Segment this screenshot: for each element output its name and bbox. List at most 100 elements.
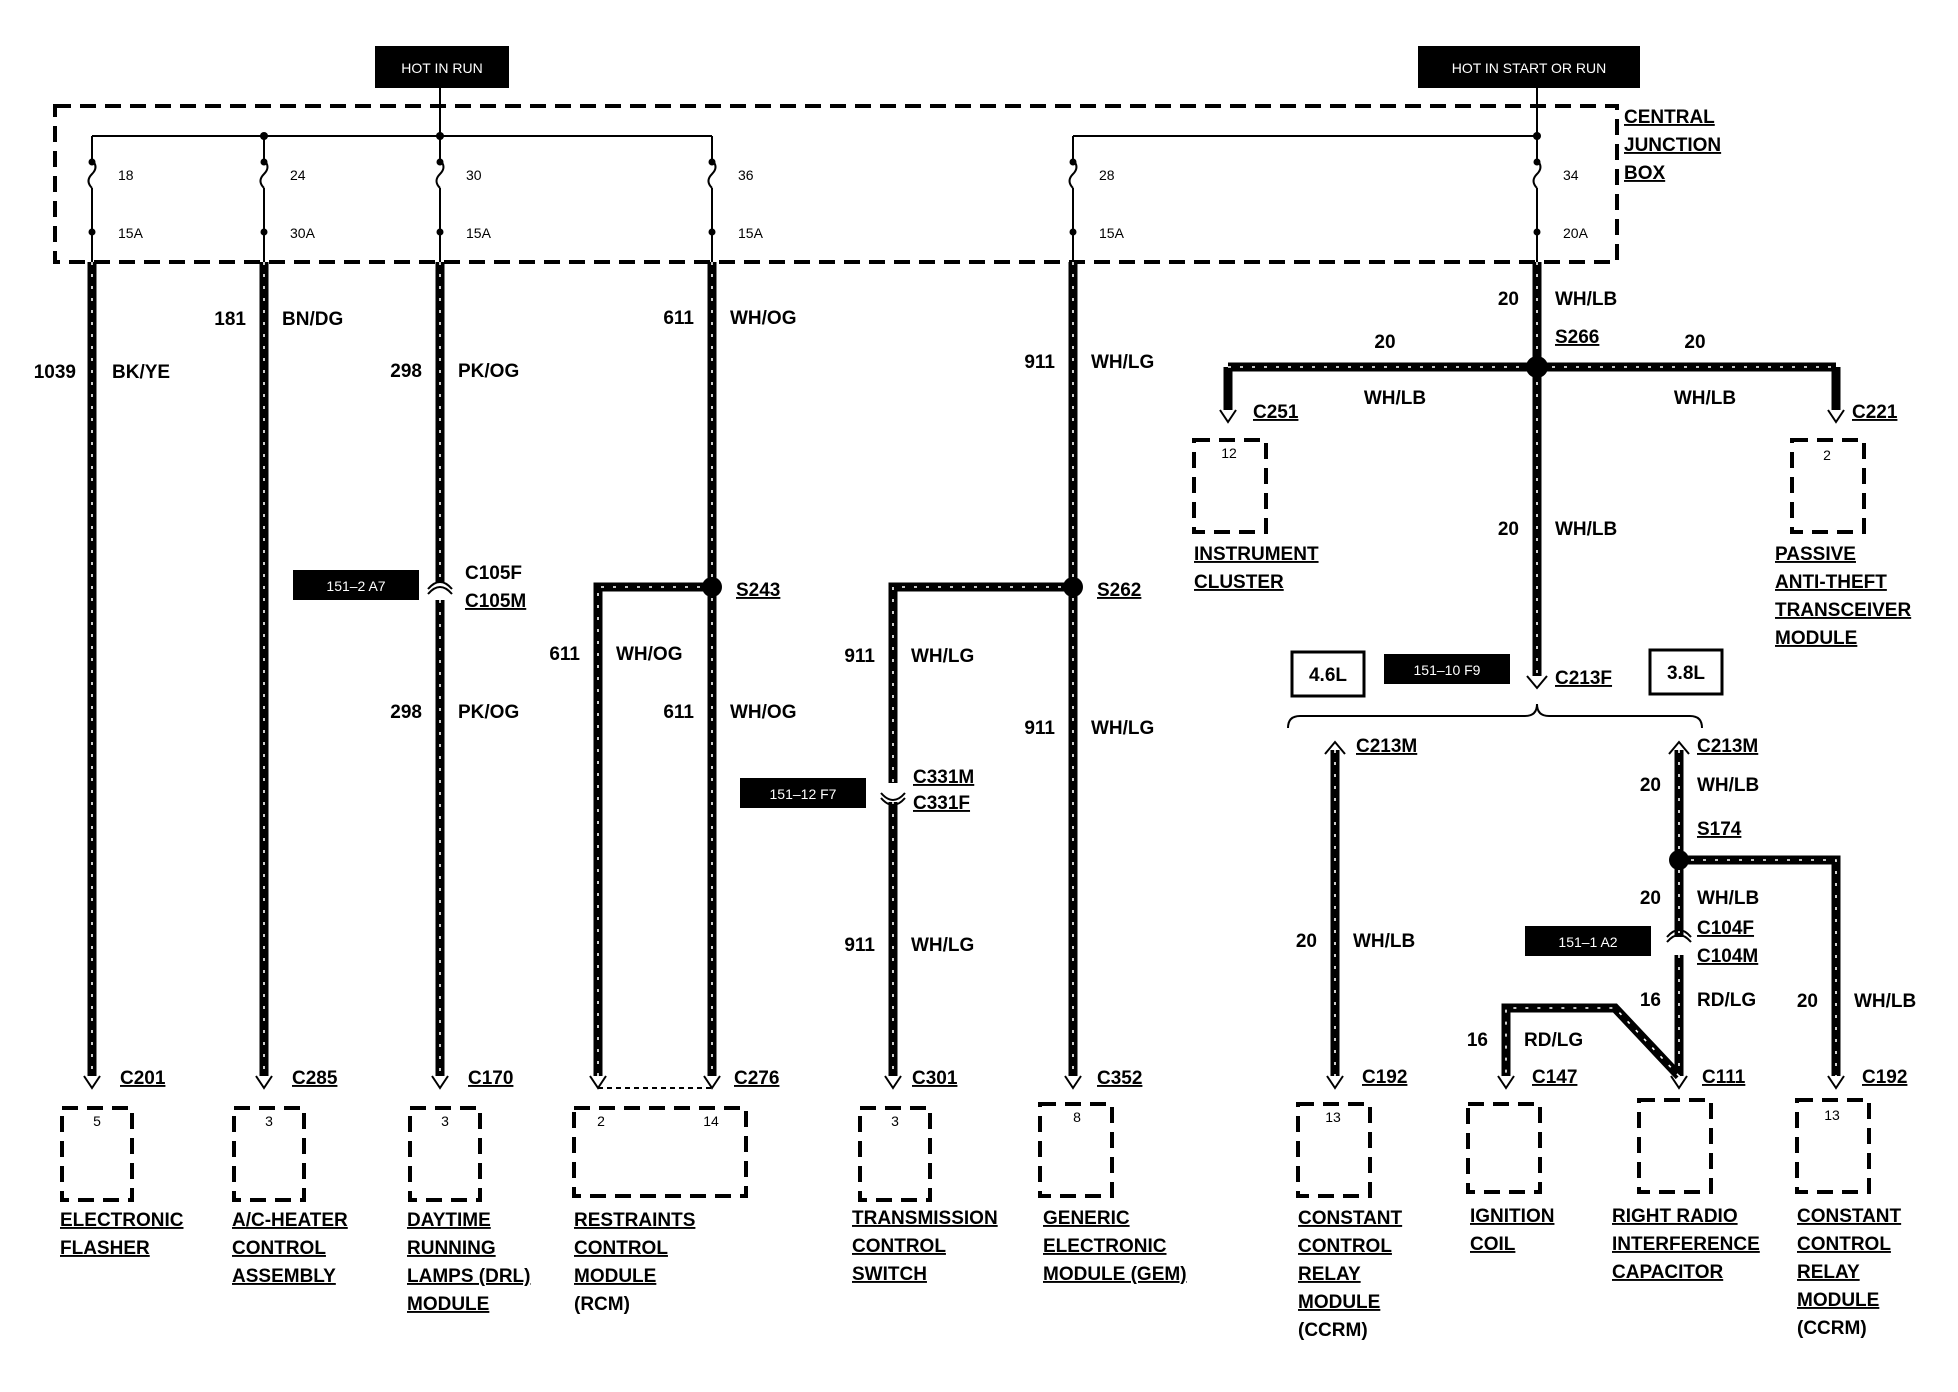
pin-number: 8 [1073, 1109, 1081, 1125]
circuit-911-number: 911 [1024, 352, 1055, 373]
engine-4-6l-label: 4.6L [1309, 665, 1347, 686]
drl-box [408, 1106, 482, 1202]
coil-box [1466, 1102, 1542, 1194]
fuse-36-number: 36 [738, 167, 754, 183]
circuit-611-color: WH/OG [730, 308, 797, 329]
circuit-16-number: 16 [1467, 1030, 1488, 1051]
connector-c221-label: C221 [1852, 402, 1898, 423]
circuit-20-number: 20 [1498, 519, 1519, 540]
component-name-line: CLUSTER [1194, 572, 1284, 593]
circuit-20-number: 20 [1374, 332, 1395, 353]
component-name-line: CONTROL [232, 1238, 326, 1259]
component-name-line: ANTI-THEFT [1775, 572, 1887, 593]
component-name-line: INTERFERENCE [1612, 1234, 1760, 1255]
connector-c352-label: C352 [1097, 1068, 1142, 1089]
component-name-line: TRANSCEIVER [1775, 600, 1911, 621]
circuit-1039-color: BK/YE [112, 362, 170, 383]
fuse-36-rating: 15A [738, 225, 764, 241]
component-name-line: CONTROL [574, 1238, 668, 1259]
cluster-box [1192, 438, 1268, 534]
connector-c104m-label: C104M [1697, 946, 1758, 967]
component-name-line: A/C-HEATER [232, 1210, 348, 1231]
component-name-line: PASSIVE [1775, 544, 1856, 565]
junction-box-label-2: JUNCTION [1624, 135, 1721, 156]
circuit-611-number: 611 [549, 644, 580, 665]
circuit-20-color: WH/LB [1353, 931, 1415, 952]
engine-4-6l-box [1290, 650, 1366, 698]
connector-c331m-label: C331M [913, 767, 974, 788]
component-name-line: CONSTANT [1298, 1208, 1403, 1229]
fuse-30-rating: 15A [466, 225, 492, 241]
ccrm-left-box [1296, 1102, 1372, 1198]
connector-c105-symbol [427, 581, 453, 595]
connector-c213m-right-label: C213M [1697, 736, 1758, 757]
pin-number: 2 [1823, 447, 1831, 463]
capacitor-box [1637, 1098, 1713, 1194]
component-name-line: RELAY [1298, 1264, 1361, 1285]
fuse-28-number: 28 [1099, 167, 1115, 183]
wire-16 [1501, 955, 1684, 1080]
component-name-line: CONSTANT [1797, 1206, 1902, 1227]
connector-c105f-label: C105F [465, 563, 522, 584]
pin-number: 2 [597, 1113, 605, 1129]
transmission-control-switch: C301 3 TRANSMISSION CONTROL SWITCH [852, 1068, 998, 1285]
circuit-611-number: 611 [663, 702, 694, 723]
component-name-line: GENERIC [1043, 1208, 1130, 1229]
component-name-line: MODULE [1775, 628, 1857, 649]
connector-c331-symbol [880, 792, 906, 806]
circuit-20-number: 20 [1797, 991, 1818, 1012]
fuse-18: 18 15A [87, 136, 144, 262]
ac-heater-control-assembly: C285 3 A/C-HEATER CONTROL ASSEMBLY [232, 1068, 348, 1287]
connector-c213f-symbol [1526, 675, 1548, 690]
splice-s243 [702, 577, 722, 597]
hot-in-run-tag [375, 46, 509, 88]
component-name-line: ASSEMBLY [232, 1266, 336, 1287]
page-ref-tag [293, 570, 419, 600]
ccrm-right: C192 13 CONSTANT CONTROL RELAY MODULE (C… [1795, 1067, 1907, 1339]
connector-c213m-left-symbol [1324, 740, 1346, 755]
page-ref-151-2: 151–2 A7 [326, 578, 385, 594]
circuit-20-color: WH/LB [1697, 888, 1759, 909]
component-name-line: CAPACITOR [1612, 1262, 1723, 1283]
electronic-flasher: C201 5 ELECTRONIC FLASHER [60, 1068, 184, 1259]
page-ref-151-1: 151–1 A2 [1558, 934, 1617, 950]
connector-c285-label: C285 [292, 1068, 338, 1089]
connector-c105m-label: C105M [465, 591, 526, 612]
connector-c104f-label: C104F [1697, 918, 1754, 939]
component-name-line: RIGHT RADIO [1612, 1206, 1738, 1227]
pin-number: 3 [441, 1113, 449, 1129]
component-name-line: CONTROL [1797, 1234, 1891, 1255]
splice-s266 [1526, 356, 1548, 378]
circuit-20-color: WH/LB [1854, 991, 1916, 1012]
hot-in-run-label: HOT IN RUN [401, 60, 482, 76]
component-name-line: RELAY [1797, 1262, 1860, 1283]
pin-number: 3 [265, 1113, 273, 1129]
pin-number: 13 [1325, 1109, 1341, 1125]
component-name-line: CONTROL [852, 1236, 946, 1257]
junction-box-label-1: CENTRAL [1624, 107, 1715, 128]
splice-s243-label: S243 [736, 580, 780, 601]
circuit-911-number: 911 [844, 935, 875, 956]
connector-c147-label: C147 [1532, 1067, 1577, 1088]
wire-20-main [1223, 262, 1841, 676]
splice-s262 [1063, 577, 1083, 597]
pin-number: 3 [891, 1113, 899, 1129]
fuse-34-rating: 20A [1563, 225, 1589, 241]
ignition-coil: C147 IGNITION COIL [1466, 1067, 1577, 1255]
component-name-line: SWITCH [852, 1264, 927, 1285]
circuit-20-color: WH/LB [1555, 519, 1617, 540]
fuse-34-number: 34 [1563, 167, 1579, 183]
circuit-611-color: WH/OG [616, 644, 683, 665]
page-ref-tag [1384, 654, 1510, 684]
pats-box [1790, 438, 1866, 534]
engine-3-8l-label: 3.8L [1667, 663, 1705, 684]
fuse-30-number: 30 [466, 167, 482, 183]
circuit-911-number: 911 [1024, 718, 1055, 739]
component-name-line: LAMPS (DRL) [407, 1266, 530, 1287]
component-name-line: (CCRM) [1298, 1320, 1368, 1341]
circuit-20-number: 20 [1498, 289, 1519, 310]
fuse-24: 24 30A [259, 136, 316, 262]
circuit-298-color: PK/OG [458, 361, 519, 382]
component-name-line: MODULE [407, 1294, 489, 1315]
gem-box [1038, 1102, 1114, 1198]
